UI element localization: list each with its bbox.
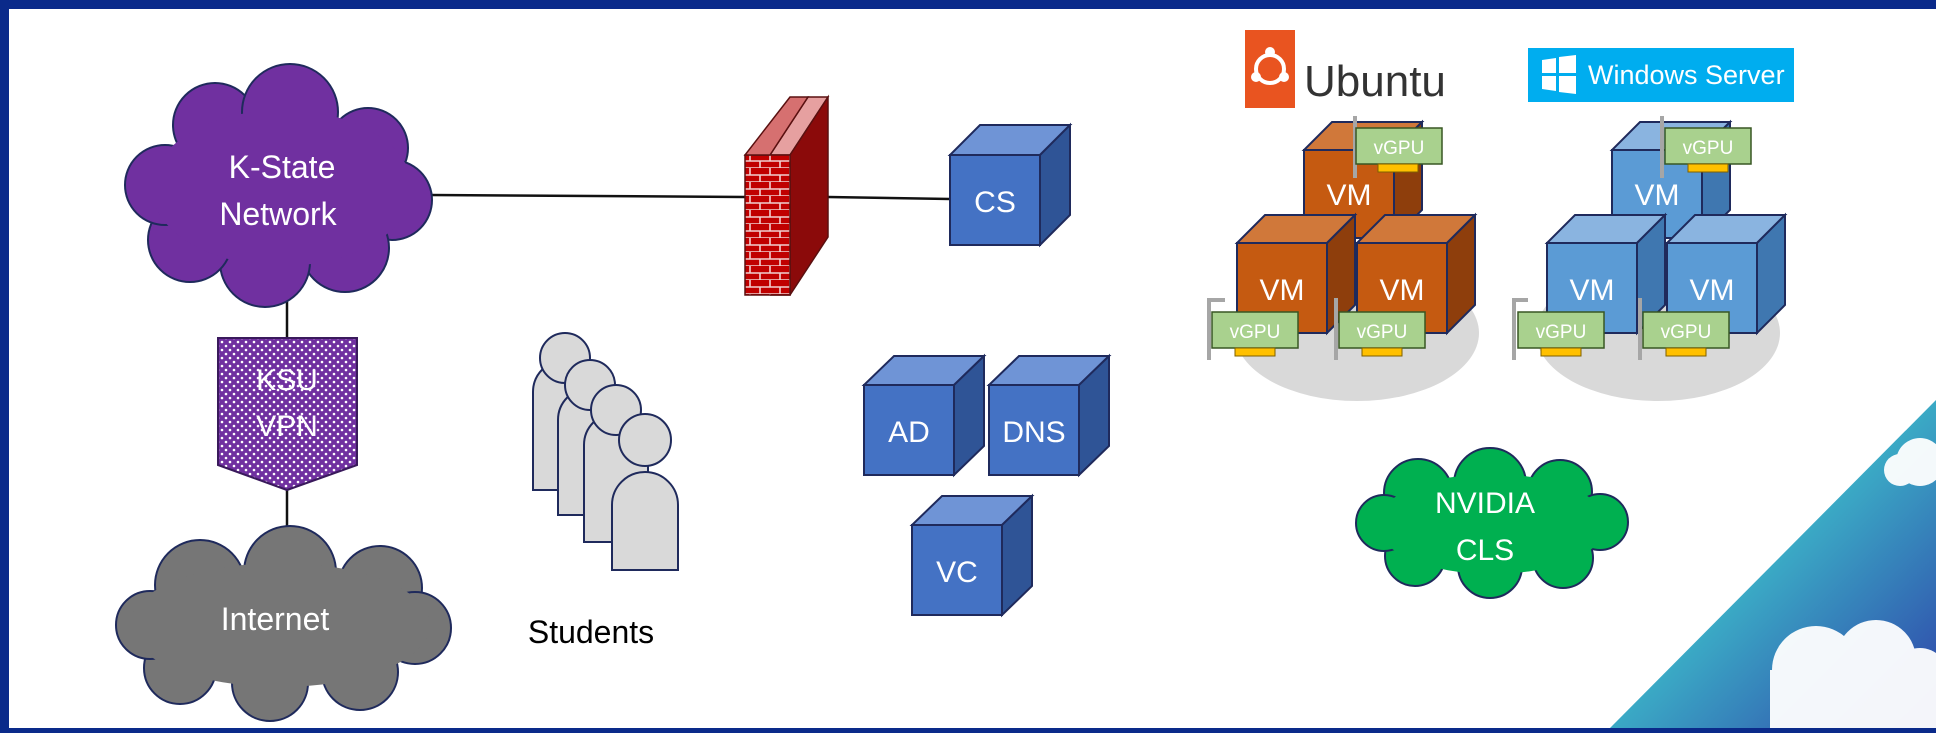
line-firewall-cs xyxy=(827,195,951,201)
ksu-vpn-shield: KSU VPN xyxy=(217,337,358,492)
person-icon xyxy=(611,413,679,571)
vpn-label: KSU xyxy=(256,364,318,397)
gpu-card-icon: vGPU xyxy=(1353,116,1443,178)
cs-server-cube: CS xyxy=(947,122,1073,248)
vm-label: VM xyxy=(1327,179,1372,212)
vm-label: VM xyxy=(1635,179,1680,212)
vgpu-label: vGPU xyxy=(1357,322,1408,343)
line-kstate-firewall xyxy=(429,193,746,199)
vgpu-label: vGPU xyxy=(1230,322,1281,343)
vgpu-label: vGPU xyxy=(1683,138,1734,159)
windows-logo-text: Windows Server xyxy=(1588,60,1785,90)
vm-cube: VM xyxy=(1354,212,1478,336)
windows-vm-cluster: VM VM VM vGPU vGPU xyxy=(1512,116,1788,401)
firewall-icon xyxy=(743,94,830,296)
ad-label: AD xyxy=(888,416,930,449)
cs-label: CS xyxy=(974,186,1016,219)
vm-cube: VM xyxy=(1544,212,1668,336)
vpn-label: VPN xyxy=(256,410,318,443)
nvidia-cls-label: CLS xyxy=(1456,534,1514,567)
kstate-network-label: K-State xyxy=(229,149,336,185)
gpu-card-icon: vGPU xyxy=(1660,116,1752,178)
ubuntu-vm-cluster: VM VM VM vGPU vGPU xyxy=(1207,116,1479,401)
nvidia-cls-label: NVIDIA xyxy=(1435,487,1535,520)
students-group: Students xyxy=(528,332,679,650)
gpu-card-icon: vGPU xyxy=(1638,298,1730,360)
windows-logo: Windows Server xyxy=(1528,48,1794,102)
gpu-card-icon: vGPU xyxy=(1334,298,1426,360)
vgpu-label: vGPU xyxy=(1374,138,1425,159)
kstate-network-label: Network xyxy=(219,196,337,232)
ubuntu-logo: Ubuntu xyxy=(1245,30,1446,108)
ad-server-cube: AD xyxy=(861,353,987,478)
gpu-card-icon: vGPU xyxy=(1207,298,1299,360)
ubuntu-logo-text: Ubuntu xyxy=(1304,57,1446,106)
dns-server-cube: DNS xyxy=(986,353,1112,478)
vm-label: VM xyxy=(1260,274,1305,307)
corner-decoration xyxy=(1610,400,1936,728)
students-label: Students xyxy=(528,614,654,650)
vc-server-cube: VC xyxy=(909,493,1035,618)
vm-label: VM xyxy=(1380,274,1425,307)
vc-label: VC xyxy=(936,556,978,589)
internet-cloud: Internet xyxy=(115,525,452,722)
vm-label: VM xyxy=(1570,274,1615,307)
vm-label: VM xyxy=(1690,274,1735,307)
internet-label: Internet xyxy=(221,601,330,637)
vgpu-label: vGPU xyxy=(1536,322,1587,343)
nvidia-cls-cloud: NVIDIA CLS xyxy=(1355,447,1629,599)
dns-label: DNS xyxy=(1002,416,1065,449)
vgpu-label: vGPU xyxy=(1661,322,1712,343)
gpu-card-icon: vGPU xyxy=(1512,298,1605,360)
kstate-network-cloud: K-State Network xyxy=(124,63,433,308)
